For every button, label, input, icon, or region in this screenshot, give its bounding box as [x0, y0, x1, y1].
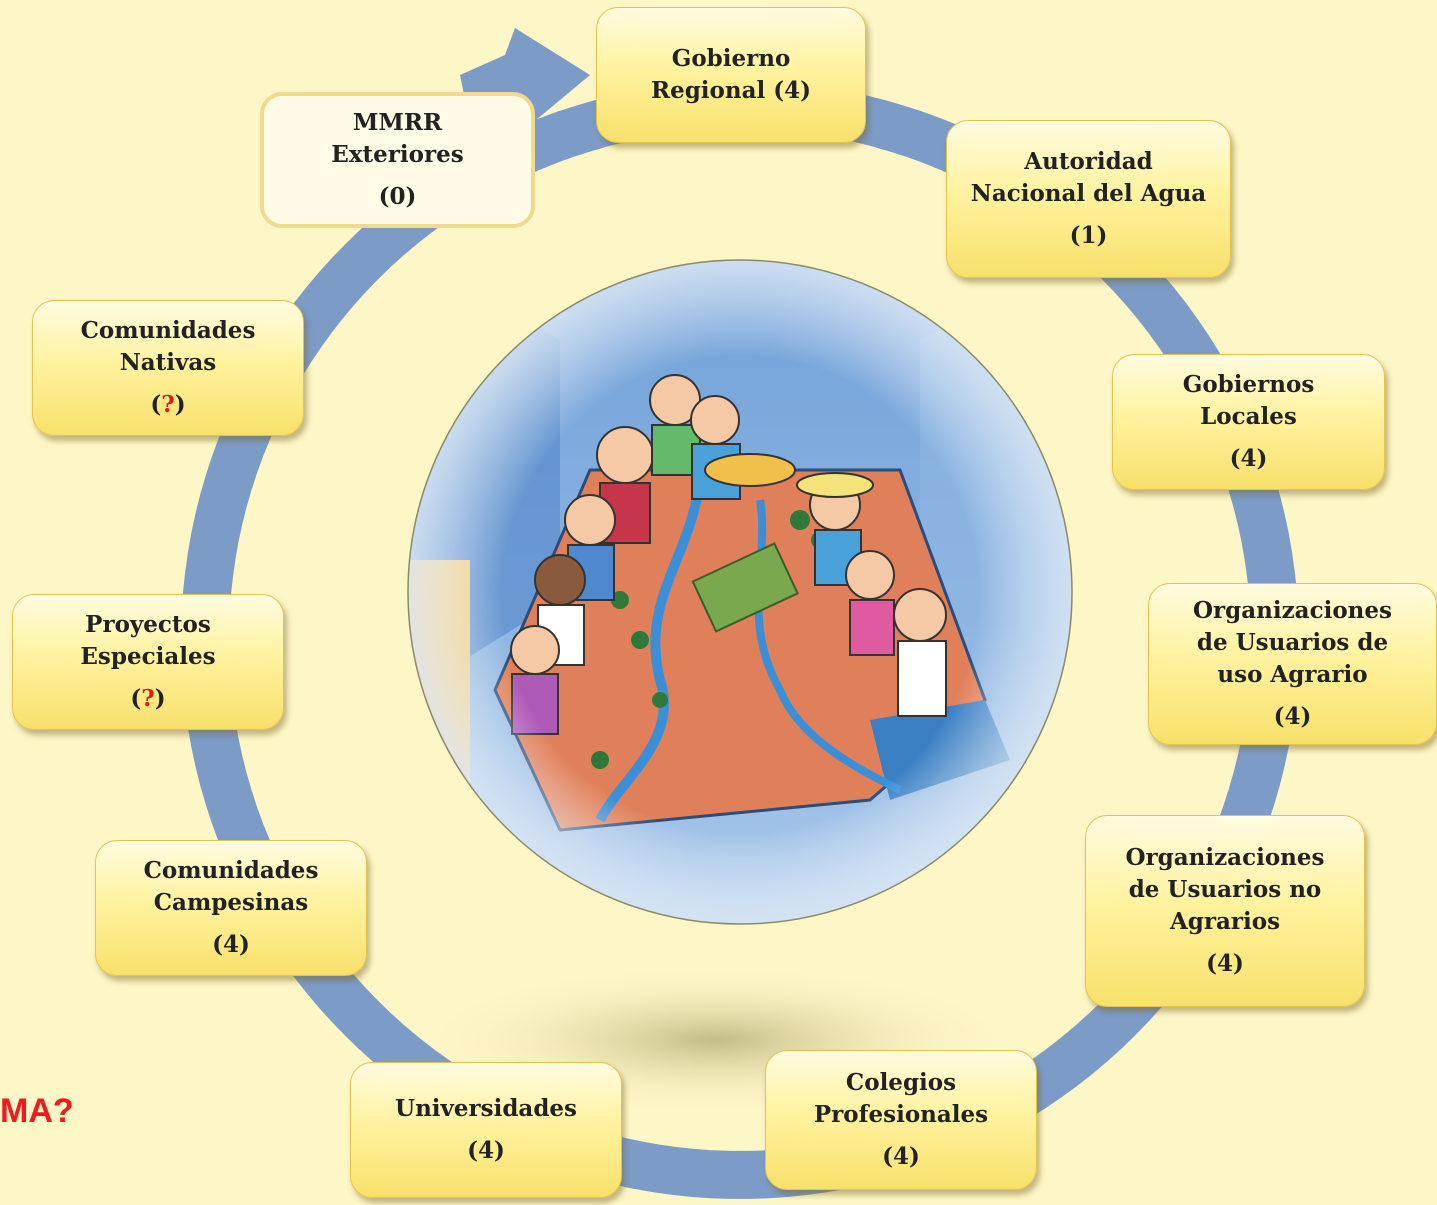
node-title-line: Gobierno	[671, 45, 791, 72]
node-title-line: Profesionales	[813, 1101, 989, 1128]
stakeholder-node: Organizaciones de Usuarios de uso Agrario (…	[1148, 583, 1437, 745]
node-count: (?)	[150, 389, 185, 421]
node-count: (0)	[378, 183, 417, 210]
node-title-line: Especiales	[80, 643, 216, 670]
count-paren: (	[150, 391, 162, 418]
node-title-line: Colegios	[845, 1069, 957, 1096]
count-paren: )	[174, 391, 186, 418]
node-count: (4)	[1273, 703, 1312, 730]
node-title-line: Nativas	[119, 349, 217, 376]
node-title-line: MMRR	[352, 109, 443, 136]
node-count: (4)	[882, 1143, 920, 1170]
node-count: (?)	[130, 683, 165, 715]
unknown-count-mark: ?	[141, 685, 155, 712]
count-paren: (	[130, 685, 142, 712]
node-title-line: Universidades	[395, 1095, 577, 1122]
node-title-line: Comunidades	[143, 857, 319, 884]
count-paren: )	[154, 685, 166, 712]
node-title-line: de Usuarios no	[1128, 876, 1322, 903]
stakeholder-node: Organizaciones de Usuarios no Agrarios (4)	[1085, 815, 1365, 1007]
node-title-line: Proyectos	[85, 611, 211, 638]
footer-question-text: MA?	[0, 1092, 74, 1130]
node-title-line: Gobiernos	[1182, 371, 1315, 398]
node-title-line: Organizaciones	[1125, 844, 1325, 871]
node-title-line: Comunidades	[80, 317, 256, 344]
node-count: (4)	[212, 931, 250, 958]
node-title-line: Regional (4)	[650, 77, 812, 104]
node-count: (4)	[467, 1137, 505, 1164]
node-title-line: Organizaciones	[1193, 597, 1392, 624]
node-title-line: Locales	[1200, 403, 1297, 430]
node-count: (4)	[1229, 445, 1268, 472]
node-title-line: uso Agrario	[1217, 661, 1368, 688]
node-title-line: Autoridad	[1024, 148, 1153, 175]
node-title-line: Nacional del Agua	[970, 180, 1207, 207]
node-count: (1)	[1069, 222, 1108, 249]
stakeholder-node: MMRR Exteriores (0)	[260, 92, 535, 228]
node-title-line: Campesinas	[153, 889, 309, 916]
node-title-line: Agrarios	[1169, 908, 1281, 935]
unknown-count-mark: ?	[161, 391, 175, 418]
node-count: (4)	[1206, 950, 1244, 977]
stakeholder-node: Universidades (4)	[350, 1062, 622, 1198]
node-title-line: Exteriores	[331, 141, 464, 168]
node-title-line: de Usuarios de	[1196, 629, 1389, 656]
